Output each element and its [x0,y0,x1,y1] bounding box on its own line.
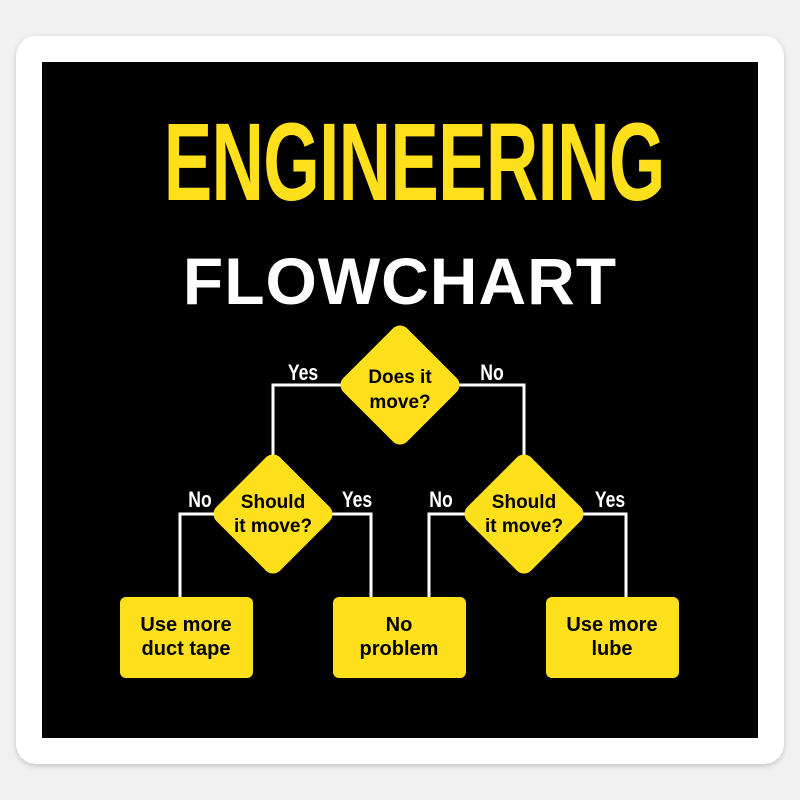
outcome-duct-tape: Use more duct tape [120,597,253,678]
outcome-lube: Use more lube [546,597,679,678]
outcome-label-line1: Use more [566,614,657,636]
diagram-subtitle: FLOWCHART [182,244,618,318]
outcome-box [120,597,253,678]
outcome-label-line1: Use more [140,614,231,636]
decision-label-line2: it move? [485,516,563,537]
diagram-title: ENGINEERING [163,101,666,224]
decision-label-line2: move? [369,392,430,413]
outcome-label-line1: No [386,614,413,636]
connector-top-no [457,383,526,462]
outcome-label-line2: duct tape [142,638,231,660]
outcome-box [333,597,466,678]
edge-label-top-yes: Yes [288,361,318,385]
decision-label-line2: it move? [234,516,312,537]
decision-shape [464,454,584,574]
connector-top-yes [271,383,344,462]
connector-left-yes [323,512,373,598]
decision-shape [340,325,460,445]
connector-left-no [178,512,223,598]
decision-label-line1: Does it [368,367,432,388]
decision-label-line1: Should [492,492,556,513]
edge-labels: Yes No No Yes No Yes [188,361,625,512]
outcome-label-line2: lube [591,638,632,660]
decision-does-it-move: Does it move? [340,325,460,445]
decision-label-line1: Should [241,492,305,513]
connectors [178,383,628,598]
connector-right-no [427,512,474,598]
edge-label-right-no: No [429,488,452,512]
decision-shape [213,454,333,574]
decision-should-it-move-right: Should it move? [464,454,584,574]
decision-should-it-move-left: Should it move? [213,454,333,574]
connector-right-yes [574,512,628,598]
outcome-label-line2: problem [360,638,439,660]
edge-label-left-no: No [188,488,211,512]
edge-label-right-yes: Yes [595,488,625,512]
edge-label-top-no: No [480,361,503,385]
edge-label-left-yes: Yes [342,488,372,512]
outcome-box [546,597,679,678]
outcome-no-problem: No problem [333,597,466,678]
